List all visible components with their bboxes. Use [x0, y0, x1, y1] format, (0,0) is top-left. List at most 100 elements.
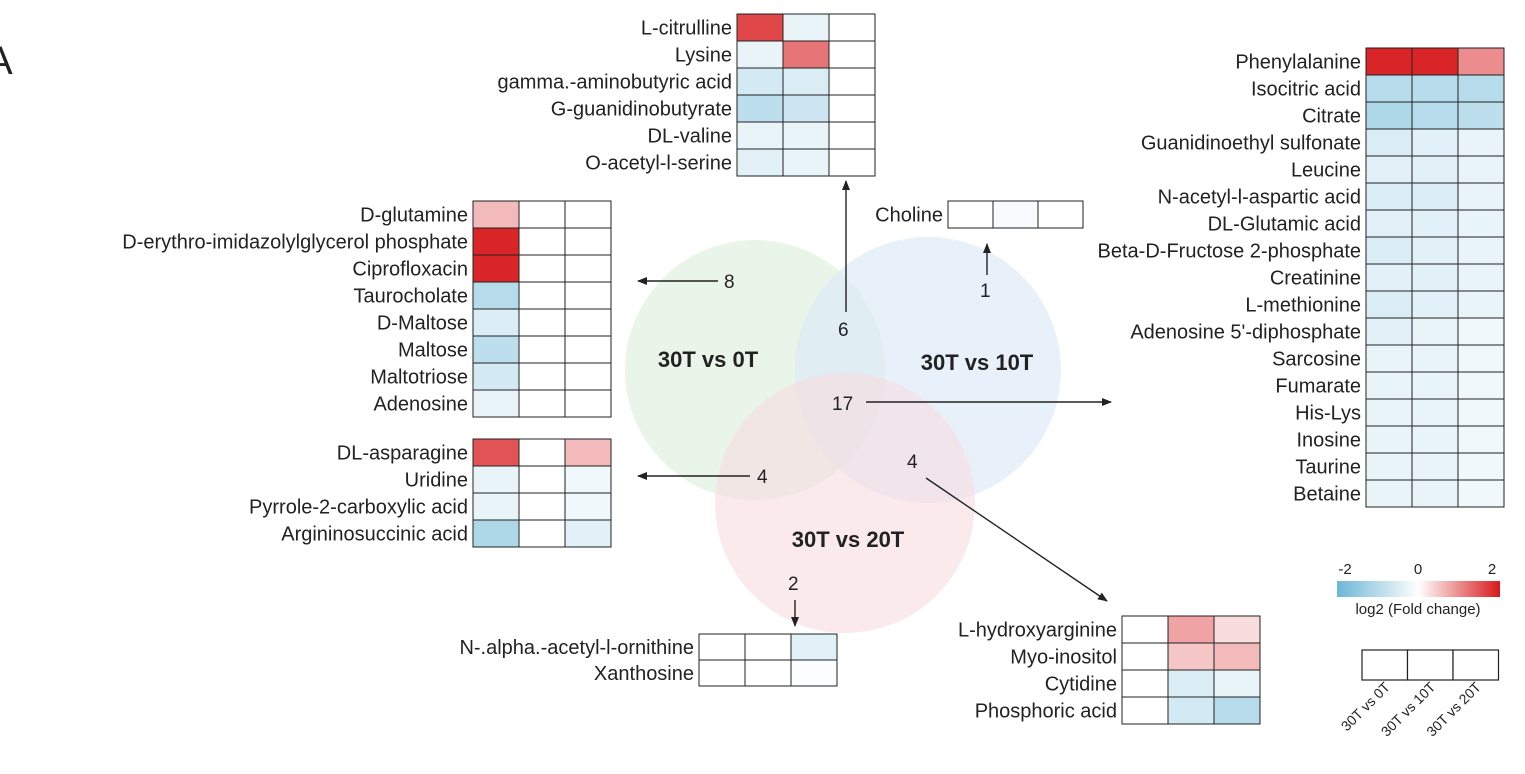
- heatmap-cell: [1457, 479, 1505, 508]
- row-label: O-acetyl-l-serine: [585, 153, 732, 175]
- heatmap-cell: [1167, 615, 1215, 644]
- heatmap-cell: [1167, 642, 1215, 671]
- row-label: His-Lys: [1295, 403, 1361, 425]
- heatmap-cell: [1411, 344, 1459, 373]
- heatmap-cell: [518, 200, 566, 229]
- heatmap-cell: [1411, 479, 1459, 508]
- row-label: L-citrulline: [641, 18, 732, 40]
- heatmap-cell: [1457, 182, 1505, 211]
- heatmap-cell: [1213, 642, 1261, 671]
- row-label: D-erythro-imidazolylglycerol phosphate: [122, 232, 468, 254]
- heatmap-cell: [1365, 74, 1413, 103]
- venn-label-30T-vs-10T: 30T vs 10T: [921, 350, 1034, 375]
- heatmap-cell: [1411, 155, 1459, 184]
- heatmap-cell: [1365, 209, 1413, 238]
- row-label: Xanthosine: [594, 663, 694, 685]
- heatmap-cell: [744, 659, 792, 687]
- row-label: Argininosuccinic acid: [281, 524, 468, 546]
- heatmap-left-top: D-glutamineD-erythro-imidazolylglycerol …: [122, 200, 612, 418]
- heatmap-cell: [1457, 452, 1505, 481]
- heatmap-cell: [1457, 263, 1505, 292]
- heatmap-cell: [564, 308, 612, 337]
- legend-tick-min: -2: [1338, 561, 1351, 578]
- heatmap-cell: [736, 121, 784, 150]
- heatmap-cell: [1411, 452, 1459, 481]
- heatmap-cell: [564, 465, 612, 494]
- heatmap-cell: [472, 519, 520, 548]
- row-label: Fumarate: [1275, 376, 1361, 398]
- heatmap-cell: [472, 492, 520, 521]
- row-label: Phenylalanine: [1235, 52, 1361, 74]
- row-label: Adenosine: [373, 394, 468, 416]
- heatmap-cell: [518, 254, 566, 283]
- heatmap-cell: [1365, 398, 1413, 427]
- heatmap-cell: [472, 200, 520, 229]
- row-label: Creatinine: [1270, 268, 1361, 290]
- row-label: Guanidinoethyl sulfonate: [1141, 133, 1361, 155]
- heatmap-cell: [1457, 317, 1505, 346]
- heatmap-left-bottom: DL-asparagineUridinePyrrole-2-carboxylic…: [249, 438, 612, 548]
- heatmap-cell: [472, 438, 520, 467]
- heatmap-cell: [564, 438, 612, 467]
- heatmap-cell: [782, 94, 830, 123]
- heatmap-cell: [828, 121, 876, 150]
- heatmap-cell: [1457, 128, 1505, 157]
- heatmap-cell: [828, 13, 876, 42]
- heatmap-cell: [1121, 642, 1169, 671]
- heatmap-cell: [1167, 696, 1215, 725]
- heatmap-cell: [1213, 669, 1261, 698]
- heatmap-cell: [947, 200, 994, 229]
- column-key-cell: [1452, 649, 1500, 681]
- column-key-cell: [1406, 649, 1454, 681]
- heatmap-cell: [1457, 155, 1505, 184]
- venn-count-10T-20T: 4: [907, 452, 918, 473]
- row-label: Inosine: [1297, 430, 1362, 452]
- row-label: Myo-inositol: [1010, 647, 1117, 669]
- row-label: Betaine: [1293, 484, 1361, 506]
- heatmap-cell: [1457, 101, 1505, 130]
- legend-gradient-bar: [1337, 581, 1500, 597]
- heatmap-cell: [1457, 371, 1505, 400]
- heatmap-cell: [518, 519, 566, 548]
- heatmap-cell: [1457, 398, 1505, 427]
- row-label: Adenosine 5'-diphosphate: [1130, 322, 1361, 344]
- panel-letter: A: [0, 39, 13, 83]
- legend-label: log2 (Fold change): [1355, 601, 1480, 618]
- heatmap-cell: [518, 362, 566, 391]
- row-label: Ciprofloxacin: [352, 259, 468, 281]
- row-label: G-guanidinobutyrate: [551, 99, 732, 121]
- heatmap-cell: [564, 335, 612, 364]
- row-label: D-glutamine: [360, 205, 468, 227]
- heatmap-cell: [472, 335, 520, 364]
- heatmap-cell: [1167, 669, 1215, 698]
- venn-label-30T-vs-0T: 30T vs 0T: [658, 347, 759, 372]
- heatmap-cell: [1411, 263, 1459, 292]
- heatmap-cell: [1365, 101, 1413, 130]
- heatmap-cell: [472, 308, 520, 337]
- heatmap-cell: [782, 121, 830, 150]
- heatmap-cell: [1411, 425, 1459, 454]
- venn-count-0T-10T: 6: [838, 320, 849, 341]
- row-label: Sarcosine: [1272, 349, 1361, 371]
- heatmap-cell: [1365, 236, 1413, 265]
- heatmap-cell: [472, 389, 520, 418]
- heatmap-cell: [1411, 317, 1459, 346]
- row-label: DL-asparagine: [337, 443, 468, 465]
- heatmap-cell: [1411, 371, 1459, 400]
- row-label: DL-Glutamic acid: [1208, 214, 1361, 236]
- color-scale-legend: -2 0 2 log2 (Fold change): [1337, 561, 1500, 618]
- row-label: N-.alpha.-acetyl-l-ornithine: [459, 637, 694, 659]
- row-label: Choline: [875, 205, 943, 227]
- heatmap-cell: [518, 335, 566, 364]
- heatmap-cell: [1365, 344, 1413, 373]
- row-label: Maltotriose: [370, 367, 468, 389]
- heatmap-cell: [472, 465, 520, 494]
- heatmap-cell: [698, 633, 746, 661]
- heatmap-cell: [782, 40, 830, 69]
- venn-circle-30T-vs-20T: [715, 373, 975, 633]
- row-label: DL-valine: [648, 126, 732, 148]
